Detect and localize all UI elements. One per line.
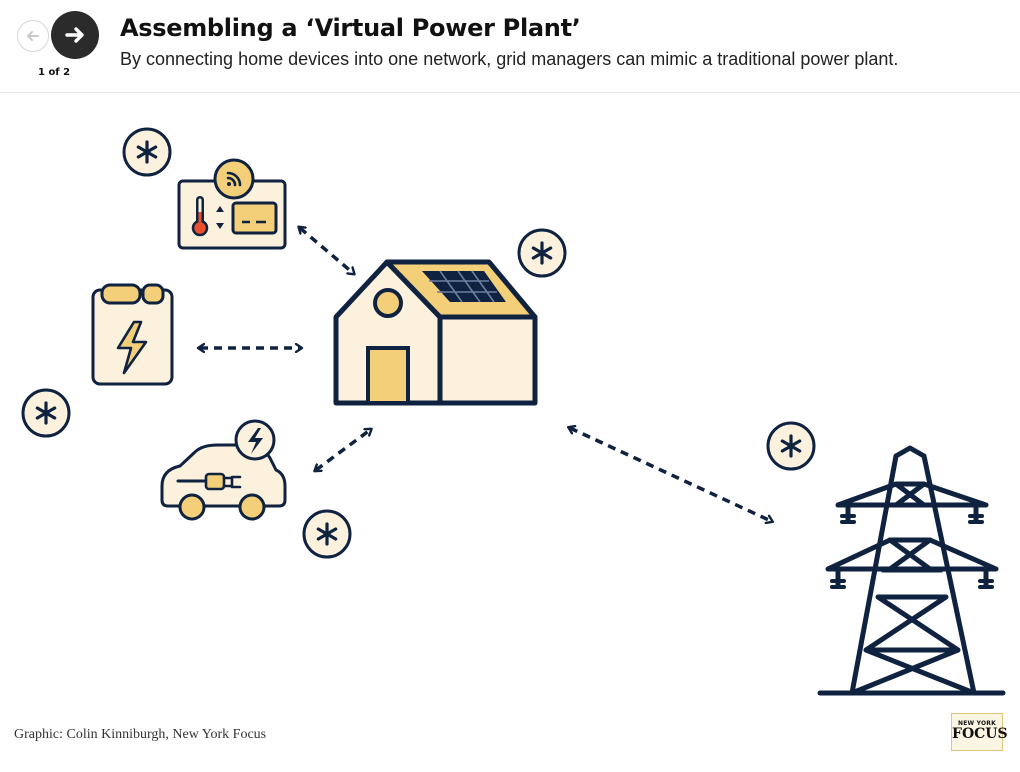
graphic-credit: Graphic: Colin Kinniburgh, New York Focu… — [14, 727, 267, 742]
solar-house-icon — [333, 259, 538, 406]
car-house-arrow — [316, 430, 370, 470]
asterisk-badge-icon — [517, 228, 567, 278]
smart-thermostat-icon — [177, 158, 287, 250]
arrow-right-icon — [65, 27, 84, 43]
electric-vehicle-icon — [160, 419, 287, 521]
page-indicator: 1 of 2 — [38, 67, 71, 78]
previous-slide-button[interactable] — [17, 20, 49, 52]
logo-top-text: NEW YORK — [958, 720, 996, 727]
new-york-focus-logo: NEW YORK FOCUS — [951, 713, 1008, 751]
page-subtitle: By connecting home devices into one netw… — [120, 49, 899, 69]
asterisk-badge-icon — [21, 388, 71, 438]
asterisk-badge-icon — [302, 509, 352, 559]
header-divider — [0, 92, 1020, 93]
thermostat-house-arrow — [300, 228, 353, 273]
house-grid-arrow — [570, 428, 771, 521]
home-battery-icon — [91, 283, 174, 386]
asterisk-badge-icon — [122, 127, 172, 177]
asterisk-badge-icon — [766, 421, 816, 471]
next-slide-button[interactable] — [51, 11, 99, 59]
page-title: Assembling a ‘Virtual Power Plant’ — [120, 14, 581, 42]
transmission-tower-icon — [817, 445, 1006, 696]
arrow-left-icon — [27, 31, 39, 41]
logo-bottom-text: FOCUS — [952, 726, 1008, 742]
